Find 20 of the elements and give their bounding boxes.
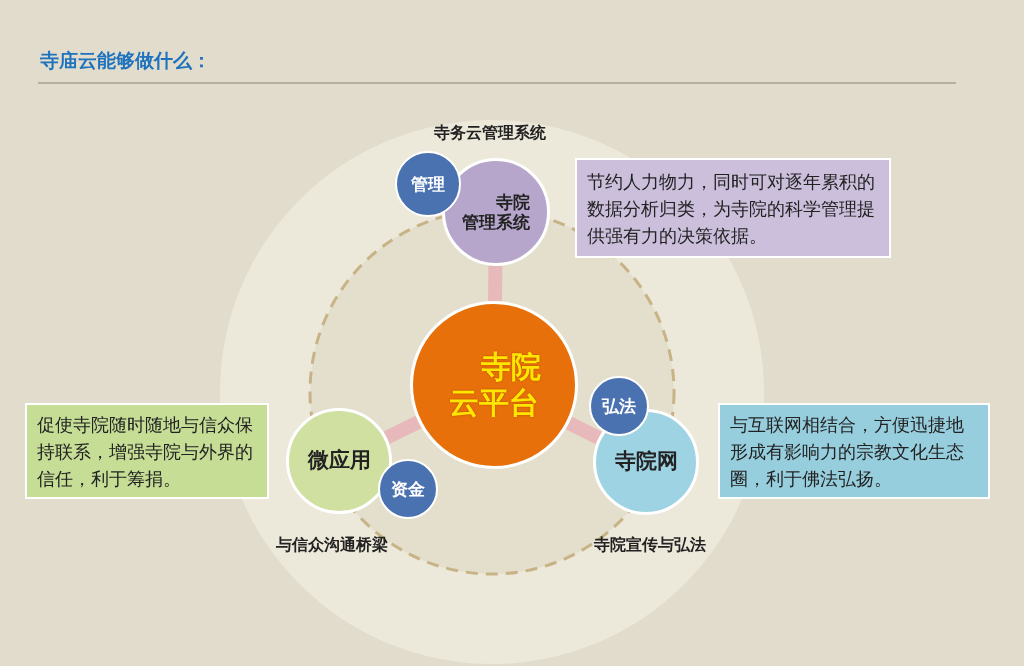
node-label: 资金 [391,478,425,500]
text-box [718,403,990,499]
node-label: 寺院宣传与弘法 [594,534,706,556]
text-box [25,403,269,499]
node-label: 微应用 [307,448,371,474]
title: 寺庙云能够做什么： [40,48,211,73]
node-label: 寺院网 [614,449,678,475]
node-label: 管理 [411,173,445,195]
description-text: 促使寺院随时随地与信众保持联系，增强寺院与外界的信任，利于筹捐。 [37,412,254,491]
connector-bar [487,265,503,302]
node-label: 寺院管理系统 [461,191,531,233]
node-label: 弘法 [602,395,636,417]
connector-bar [383,415,422,444]
description-text: 与互联网相结合，方便迅捷地形成有影响力的宗教文化生态圈，利于佛法弘扬。 [730,412,965,491]
description-text: 节约人力物力，同时可对逐年累积的数据分析归类，为寺院的科学管理提供强有力的决策依据。 [587,169,876,248]
text-box [575,158,891,258]
node-label: 与信众沟通桥梁 [276,534,388,556]
connector-bar [565,416,602,445]
node-label: 寺院云平台 [448,349,542,421]
node-label: 寺务云管理系统 [434,122,546,144]
